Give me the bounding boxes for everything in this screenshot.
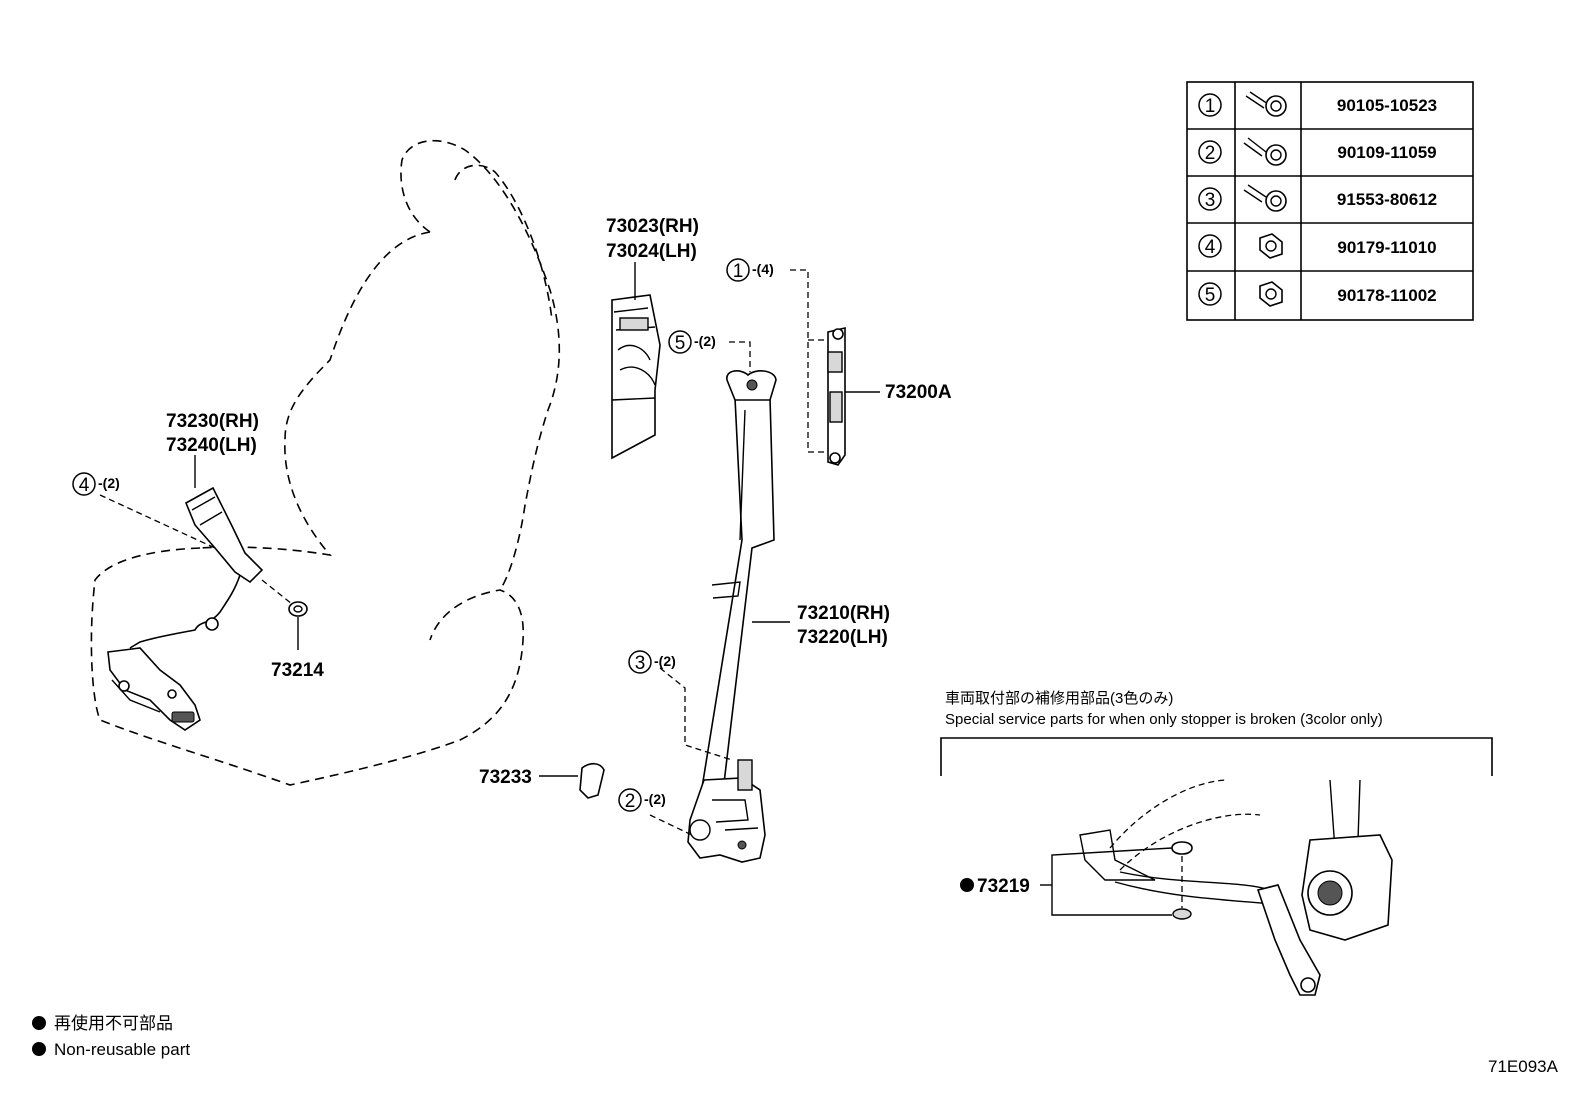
non-reusable-bullet-icon: [960, 878, 974, 892]
legend-en: Non-reusable part: [54, 1040, 190, 1059]
callout-1: 1 -(4): [726, 258, 774, 282]
pillar-garnish: [611, 262, 661, 460]
adjuster-label: 73200A: [885, 382, 952, 403]
svg-text:2: 2: [1205, 143, 1216, 164]
svg-text:5: 5: [1205, 285, 1216, 306]
figure-id: 71E093A: [1488, 1057, 1559, 1076]
table-row: 1 90105-10523: [1198, 91, 1437, 117]
svg-text:1: 1: [733, 261, 744, 282]
callout-5: 5 -(2): [668, 330, 716, 354]
svg-text:90105-10523: 90105-10523: [1337, 96, 1437, 115]
callout-3: 3 -(2): [628, 650, 676, 674]
bolt-icon: [1243, 184, 1287, 212]
buckle-assembly: [107, 486, 264, 731]
seat-belt-webbing: [699, 370, 790, 801]
special-note-jp: 車両取付部の補修用部品(3色のみ): [945, 690, 1173, 707]
belt-rh-label: 73210(RH): [797, 603, 890, 624]
svg-text:-(2): -(2): [98, 475, 120, 491]
svg-text:90109-11059: 90109-11059: [1337, 143, 1436, 162]
svg-text:1: 1: [1205, 96, 1216, 117]
retractor: [687, 759, 766, 863]
washer: [261, 579, 308, 650]
svg-text:4: 4: [79, 475, 90, 496]
svg-text:-(2): -(2): [694, 333, 716, 349]
nut-icon: [1259, 281, 1283, 307]
buckle-rh-label: 73230(RH): [166, 411, 259, 432]
bullet-icon: [32, 1042, 46, 1056]
stopper-label: 73233: [479, 767, 532, 788]
svg-text:90178-11002: 90178-11002: [1337, 286, 1436, 305]
bolt-icon: [1243, 137, 1287, 166]
table-row: 2 90109-11059: [1198, 137, 1437, 166]
svg-text:2: 2: [625, 791, 636, 812]
pillar-cover-lh-label: 73024(LH): [606, 241, 697, 262]
legend-jp: 再使用不可部品: [54, 1013, 173, 1033]
svg-text:90179-11010: 90179-11010: [1337, 238, 1436, 257]
svg-text:4: 4: [1205, 237, 1216, 258]
svg-text:3: 3: [635, 653, 646, 674]
bullet-icon: [32, 1016, 46, 1030]
washer-label: 73214: [271, 660, 324, 681]
legend: 再使用不可部品 Non-reusable part: [32, 1013, 190, 1059]
svg-text:-(4): -(4): [752, 261, 774, 277]
seat-outline: [90, 139, 561, 786]
svg-text:91553-80612: 91553-80612: [1337, 190, 1437, 209]
table-row: 4 90179-11010: [1198, 233, 1437, 259]
svg-text:5: 5: [675, 333, 686, 354]
special-part-label: 73219: [977, 876, 1030, 897]
svg-text:3: 3: [1205, 190, 1216, 211]
callout-2: 2 -(2): [618, 788, 666, 812]
height-adjuster: [790, 269, 880, 466]
pillar-cover-rh-label: 73023(RH): [606, 216, 699, 237]
callout-4: 4 -(2): [72, 472, 120, 496]
stopper-button: [539, 762, 605, 799]
nut-icon: [1259, 233, 1283, 259]
special-note-en: Special service parts for when only stop…: [945, 711, 1383, 728]
fastener-table: 1 90105-10523 2 90109-11059 3: [1186, 81, 1474, 321]
bolt-icon: [1245, 91, 1287, 117]
table-row: 3 91553-80612: [1198, 184, 1437, 212]
belt-lh-label: 73220(LH): [797, 627, 888, 648]
svg-text:-(2): -(2): [644, 791, 666, 807]
table-row: 5 90178-11002: [1198, 281, 1437, 307]
buckle-lh-label: 73240(LH): [166, 435, 257, 456]
special-service-inset: 車両取付部の補修用部品(3色のみ) Special service parts …: [940, 690, 1493, 996]
svg-text:-(2): -(2): [654, 653, 676, 669]
